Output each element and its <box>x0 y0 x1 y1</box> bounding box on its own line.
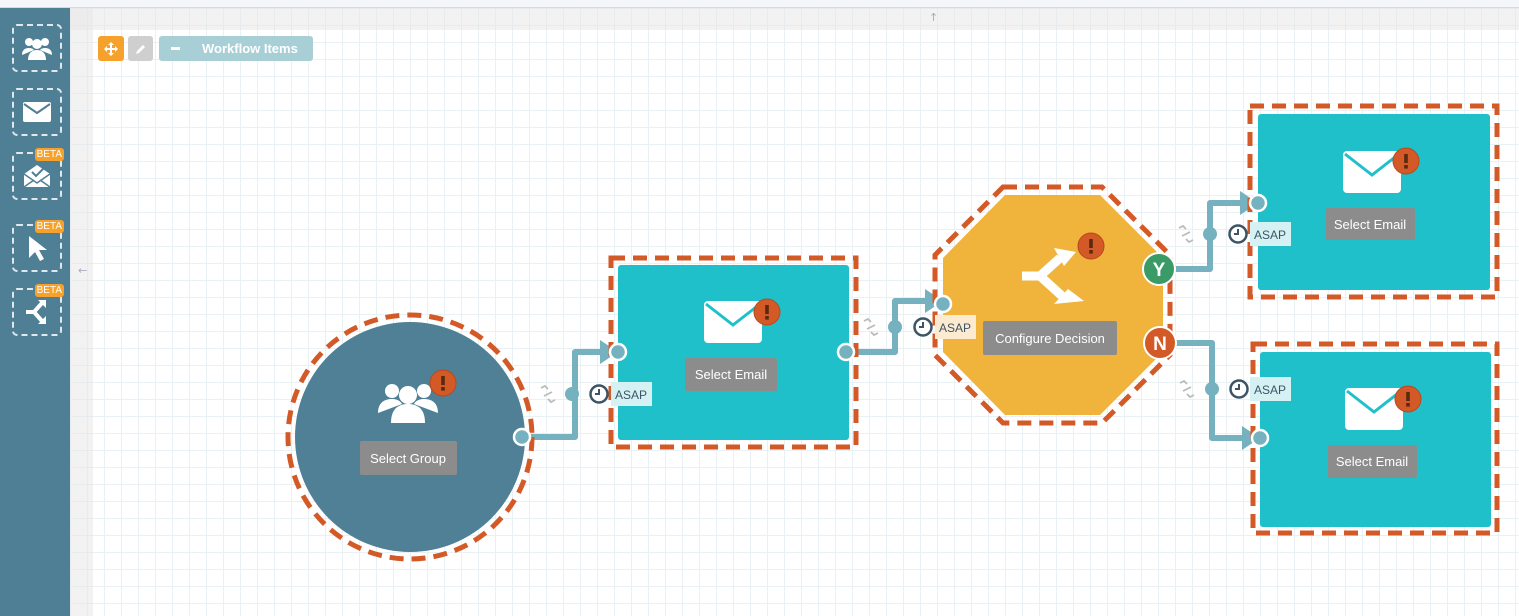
clock-icon <box>1228 224 1248 244</box>
connector-delay-no[interactable]: ASAP <box>1179 377 1291 401</box>
delay-label: ASAP <box>1254 228 1286 242</box>
yes-label: Y <box>1153 260 1166 281</box>
delay-label: ASAP <box>939 321 971 335</box>
email-node-no[interactable]: Select Email <box>1250 341 1500 536</box>
beta-badge: BETA <box>34 148 64 161</box>
clock-icon <box>589 384 609 404</box>
unlink-icon[interactable] <box>1178 225 1194 243</box>
warning-icon[interactable] <box>1392 147 1420 175</box>
collapse-top-arrow[interactable]: ↑ <box>929 11 938 24</box>
yes-port[interactable]: Y <box>1142 252 1176 286</box>
pencil-icon <box>135 44 145 54</box>
warning-icon[interactable] <box>753 298 781 326</box>
delay-label: ASAP <box>1254 383 1286 397</box>
edit-button[interactable] <box>128 36 153 61</box>
sidebar: BETA BETA BETA <box>0 8 70 616</box>
envelope-icon <box>1343 386 1405 432</box>
connector-delay-2[interactable]: ASAP <box>863 315 976 339</box>
unlink-icon[interactable] <box>1179 380 1195 398</box>
warning-icon[interactable] <box>1394 385 1422 413</box>
top-resize-strip[interactable] <box>70 8 1519 30</box>
sidebar-item-group[interactable] <box>12 24 62 72</box>
workflow-items-label: Workflow Items <box>202 41 298 56</box>
envelope-icon <box>23 102 51 122</box>
output-port[interactable] <box>836 342 856 362</box>
input-port[interactable] <box>1250 428 1270 448</box>
move-button[interactable] <box>98 36 124 61</box>
sidebar-item-decision[interactable]: BETA <box>12 284 64 336</box>
decision-node[interactable]: Configure Decision Y N <box>932 184 1177 426</box>
unlink-icon[interactable] <box>863 318 879 336</box>
input-port[interactable] <box>608 342 628 362</box>
left-resize-strip[interactable] <box>70 8 93 616</box>
sidebar-item-click[interactable]: BETA <box>12 220 64 272</box>
top-bar <box>0 0 1519 8</box>
beta-badge: BETA <box>34 284 64 297</box>
warning-icon[interactable] <box>1077 232 1105 260</box>
users-icon <box>22 38 52 60</box>
email-node-label[interactable]: Select Email <box>1336 454 1408 469</box>
clock-icon <box>1229 379 1249 399</box>
group-node-label[interactable]: Select Group <box>370 451 446 466</box>
split-icon <box>1022 248 1084 304</box>
move-icon <box>104 41 118 56</box>
no-port[interactable]: N <box>1143 326 1177 360</box>
output-port[interactable] <box>512 427 532 447</box>
input-port[interactable] <box>1248 193 1268 213</box>
email-node-label[interactable]: Select Email <box>1334 217 1406 232</box>
unlink-icon[interactable] <box>540 385 556 403</box>
envelope-icon <box>702 299 764 345</box>
connector-delay-1[interactable]: ASAP <box>540 382 652 406</box>
clock-icon <box>913 317 933 337</box>
beta-badge: BETA <box>34 220 64 233</box>
sidebar-item-email-open[interactable]: BETA <box>12 148 64 200</box>
email-node-yes[interactable]: Select Email <box>1247 103 1500 300</box>
minus-icon <box>171 47 180 50</box>
input-port[interactable] <box>933 294 953 314</box>
envelope-open-check-icon <box>23 165 51 188</box>
delay-label: ASAP <box>615 388 647 402</box>
group-node[interactable]: Select Group <box>285 312 535 562</box>
users-icon <box>378 384 438 423</box>
cursor-icon <box>29 236 47 261</box>
split-icon <box>26 300 46 324</box>
sidebar-item-email[interactable] <box>12 88 62 136</box>
envelope-icon <box>1341 149 1403 195</box>
collapse-left-arrow[interactable]: ← <box>78 264 87 277</box>
email-node-label[interactable]: Select Email <box>695 367 767 382</box>
decision-node-label[interactable]: Configure Decision <box>995 331 1105 346</box>
warning-icon[interactable] <box>429 369 457 397</box>
no-label: N <box>1153 334 1167 355</box>
connector-delay-yes[interactable]: ASAP <box>1178 222 1291 246</box>
email-node-1[interactable]: Select Email <box>608 255 859 450</box>
workflow-items-toggle[interactable]: Workflow Items <box>159 36 313 61</box>
